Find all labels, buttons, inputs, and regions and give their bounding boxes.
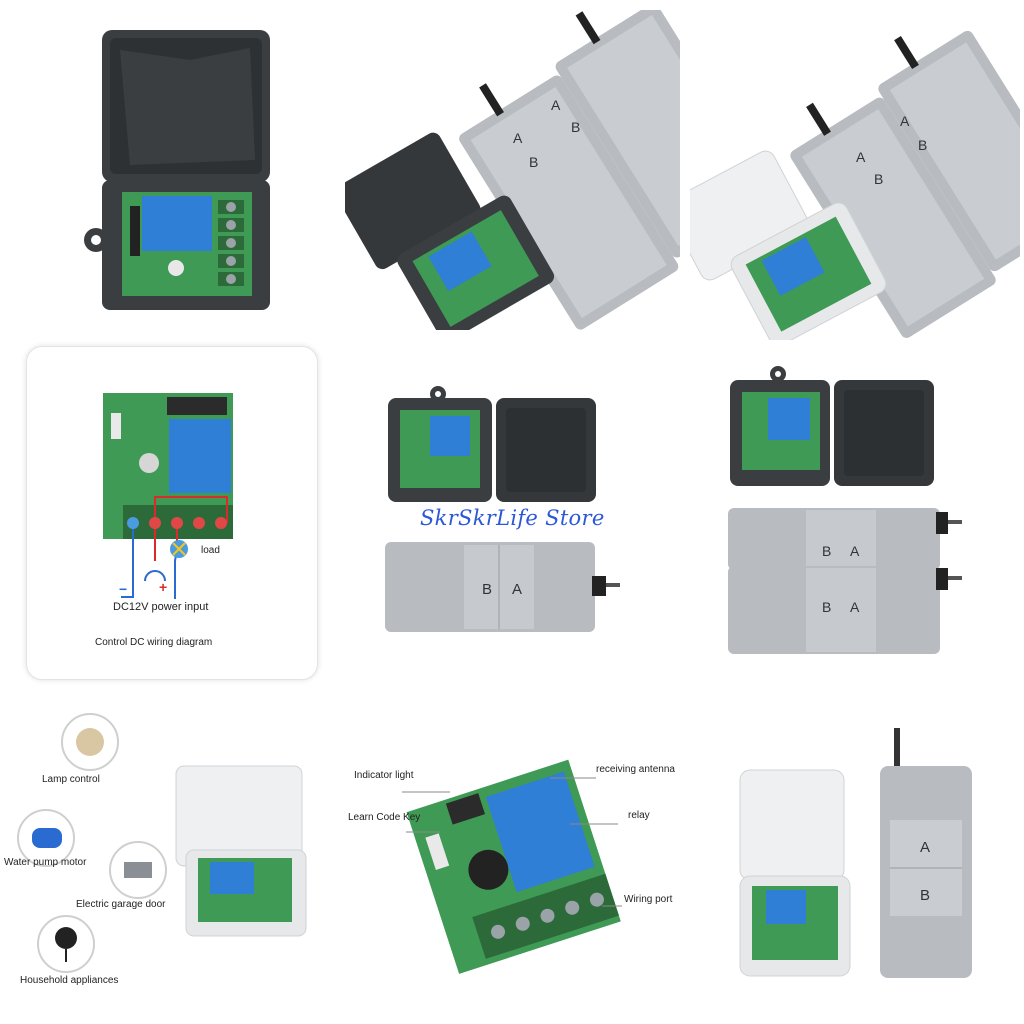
remote-b-label: B xyxy=(920,887,930,904)
power-input-label: DC12V power input xyxy=(113,601,209,613)
remote-a-label: A xyxy=(551,97,561,113)
remote-a-label: A xyxy=(513,130,523,146)
load-label: load xyxy=(201,545,220,556)
remote-a-label: A xyxy=(920,839,930,856)
store-watermark: SkrSkrLife Store xyxy=(420,506,605,530)
module-callout-panel: Indicator light Learn Code Key receiving… xyxy=(340,750,690,990)
remote-b-label: B xyxy=(822,543,831,559)
remote-b-label: B xyxy=(918,137,927,153)
app-label-lamp: Lamp control xyxy=(42,774,100,785)
callout-indicator: Indicator light xyxy=(354,770,414,781)
remote-b-label: B xyxy=(874,171,883,187)
remote-a-label: A xyxy=(512,581,522,598)
product-photo-remotes-dark-case: A B A B xyxy=(345,10,680,330)
remote-a-label: A xyxy=(856,149,866,165)
diagram-caption: Control DC wiring diagram xyxy=(95,637,213,648)
remote-a-label: A xyxy=(850,543,860,559)
callout-relay: relay xyxy=(628,810,650,821)
product-photo-open-case xyxy=(70,20,300,320)
remote-b-label: B xyxy=(482,581,492,598)
product-photo-case-and-remote: A B xyxy=(380,380,620,640)
app-label-garage: Electric garage door xyxy=(76,899,166,910)
remote-a-label: A xyxy=(850,599,860,615)
applications-panel: Lamp control Water pump motor Electric g… xyxy=(0,700,330,1024)
app-label-household: Household appliances xyxy=(20,975,119,986)
callout-learn-key: Learn Code Key xyxy=(348,812,421,823)
remote-a-label: A xyxy=(900,113,910,129)
remote-b-label: B xyxy=(529,154,538,170)
callout-antenna: receiving antenna xyxy=(596,764,675,775)
product-photo-remotes-clear-case: A B A B xyxy=(690,20,1020,340)
remote-b-label: B xyxy=(822,599,831,615)
callout-wiring-port: Wiring port xyxy=(624,894,673,905)
plus-label: + xyxy=(159,579,168,595)
app-label-pump: Water pump motor xyxy=(4,857,87,868)
minus-label: − xyxy=(119,581,128,597)
product-photo-clear-case-remote: A B xyxy=(730,720,1020,1010)
remote-b-label: B xyxy=(571,119,580,135)
wiring-diagram-card: load − + DC12V power input Control DC wi… xyxy=(26,346,318,680)
product-photo-case-and-two-remotes: A B A B xyxy=(724,360,1020,660)
